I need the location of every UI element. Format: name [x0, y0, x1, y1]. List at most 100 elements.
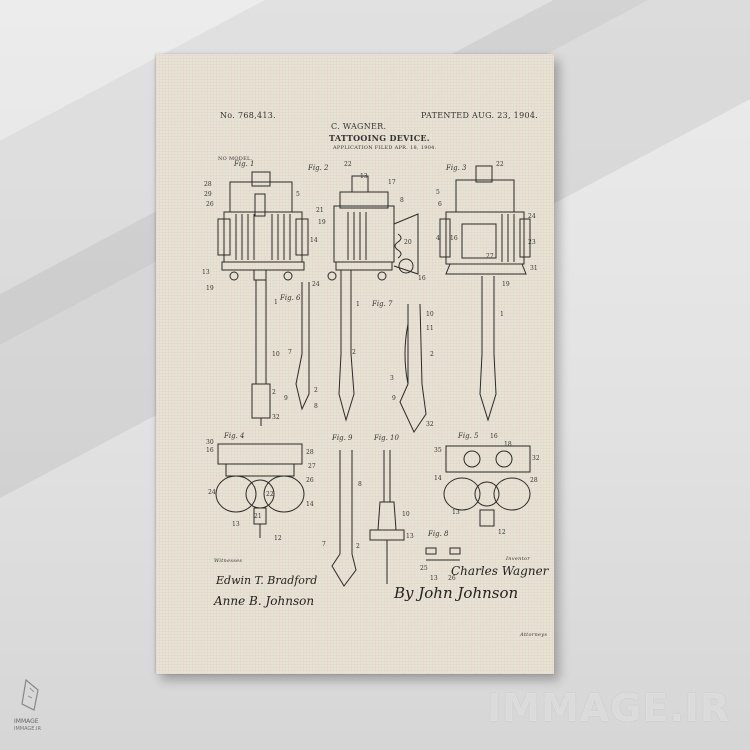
- inventor-signature: Charles Wagner: [451, 564, 549, 578]
- svg-text:4: 4: [436, 235, 440, 242]
- figure-7-drawing: Fig. 7 10 11 2 3 9 32: [371, 300, 434, 434]
- svg-text:22: 22: [496, 161, 504, 168]
- svg-text:25: 25: [420, 565, 428, 572]
- patent-inventor: C. WAGNER.: [331, 122, 387, 131]
- svg-text:13: 13: [406, 533, 414, 540]
- svg-text:18: 18: [504, 441, 512, 448]
- attorney-signature: By John Johnson: [394, 584, 519, 602]
- patent-title: TATTOOING DEVICE.: [329, 133, 430, 143]
- svg-text:19: 19: [318, 219, 326, 226]
- svg-text:10: 10: [426, 311, 434, 318]
- svg-text:5: 5: [436, 189, 440, 196]
- svg-text:16: 16: [490, 433, 498, 440]
- svg-text:1: 1: [500, 311, 504, 318]
- svg-text:32: 32: [532, 455, 540, 462]
- svg-text:13: 13: [232, 521, 240, 528]
- svg-text:2: 2: [314, 387, 318, 394]
- patent-canvas-print: No. 768,413. PATENTED AUG. 23, 1904. C. …: [156, 54, 554, 674]
- watermark-text: IMMAGE.IR: [487, 686, 731, 730]
- figure-3-label: Fig. 3: [445, 164, 467, 172]
- patent-number: No. 768,413.: [220, 111, 276, 120]
- figure-10-label: Fig. 10: [373, 434, 399, 442]
- svg-text:2: 2: [352, 349, 356, 356]
- svg-text:16: 16: [450, 235, 458, 242]
- svg-text:21: 21: [254, 513, 262, 520]
- figure-4-label: Fig. 4: [223, 432, 244, 440]
- svg-text:9: 9: [284, 395, 288, 402]
- svg-text:10: 10: [272, 351, 280, 358]
- patent-date: PATENTED AUG. 23, 1904.: [421, 111, 539, 120]
- svg-text:31: 31: [530, 265, 538, 272]
- svg-text:2: 2: [356, 543, 360, 550]
- logo-url: IMMAGE.IR: [14, 726, 42, 732]
- svg-text:21: 21: [316, 207, 324, 214]
- svg-text:26: 26: [206, 201, 214, 208]
- svg-text:28: 28: [204, 181, 212, 188]
- svg-text:24: 24: [208, 489, 216, 496]
- svg-text:30: 30: [206, 439, 214, 446]
- immage-logo-icon: [21, 678, 39, 711]
- svg-text:11: 11: [426, 325, 434, 332]
- svg-text:16: 16: [206, 447, 214, 454]
- figure-8-label: Fig. 8: [427, 530, 449, 538]
- logo-text: IMMAGE: [14, 718, 39, 725]
- svg-text:19: 19: [206, 285, 214, 292]
- svg-text:29: 29: [204, 191, 212, 198]
- svg-text:23: 23: [528, 239, 536, 246]
- figure-3-drawing: Fig. 3 22 5 6 24 16 4 23 27 31 19 1: [436, 161, 538, 422]
- witnesses-label: Witnesses: [214, 558, 243, 564]
- svg-text:1: 1: [356, 301, 360, 308]
- attorneys-label: Attorneys: [520, 632, 548, 638]
- svg-text:2: 2: [430, 351, 434, 358]
- svg-text:10: 10: [402, 511, 410, 518]
- figure-10-drawing: Fig. 10 10 13: [369, 434, 414, 584]
- witness-1-signature: Edwin T. Bradford: [216, 574, 318, 587]
- figure-9-label: Fig. 9: [331, 434, 353, 442]
- svg-text:8: 8: [358, 481, 362, 488]
- figure-9-drawing: Fig. 9 8 2 7: [322, 434, 362, 587]
- svg-text:14: 14: [434, 475, 442, 482]
- svg-text:17: 17: [388, 179, 396, 186]
- svg-text:2: 2: [272, 389, 276, 396]
- svg-text:6: 6: [438, 201, 442, 208]
- svg-text:22: 22: [344, 161, 352, 168]
- svg-text:8: 8: [400, 197, 404, 204]
- svg-text:24: 24: [312, 281, 320, 288]
- svg-text:28: 28: [306, 449, 314, 456]
- svg-text:32: 32: [426, 421, 434, 428]
- svg-text:19: 19: [502, 281, 510, 288]
- svg-text:12: 12: [498, 529, 506, 536]
- svg-text:28: 28: [530, 477, 538, 484]
- inventor-label: Inventor: [506, 556, 531, 562]
- svg-text:26: 26: [306, 477, 314, 484]
- svg-text:7: 7: [322, 541, 326, 548]
- figure-1-label: Fig. 1: [233, 160, 254, 168]
- svg-text:13: 13: [360, 173, 368, 180]
- figure-6-label: Fig. 6: [279, 294, 301, 302]
- svg-text:13: 13: [202, 269, 210, 276]
- svg-text:1: 1: [274, 299, 278, 306]
- svg-text:3: 3: [390, 375, 394, 382]
- svg-text:26: 26: [448, 575, 456, 582]
- svg-text:8: 8: [314, 403, 318, 410]
- svg-text:22: 22: [266, 491, 274, 498]
- svg-text:12: 12: [274, 535, 282, 542]
- figure-5-label: Fig. 5: [457, 432, 479, 440]
- svg-text:7: 7: [288, 349, 292, 356]
- svg-text:32: 32: [272, 414, 280, 421]
- svg-text:9: 9: [392, 395, 396, 402]
- svg-text:24: 24: [528, 213, 536, 220]
- no-model-label: NO MODEL.: [218, 156, 253, 162]
- svg-text:20: 20: [404, 239, 412, 246]
- svg-text:5: 5: [296, 191, 300, 198]
- svg-text:27: 27: [486, 253, 494, 260]
- patent-filed-date: APPLICATION FILED APR. 18, 1904.: [333, 145, 437, 151]
- witness-2-signature: Anne B. Johnson: [214, 594, 315, 608]
- figure-7-label: Fig. 7: [371, 300, 393, 308]
